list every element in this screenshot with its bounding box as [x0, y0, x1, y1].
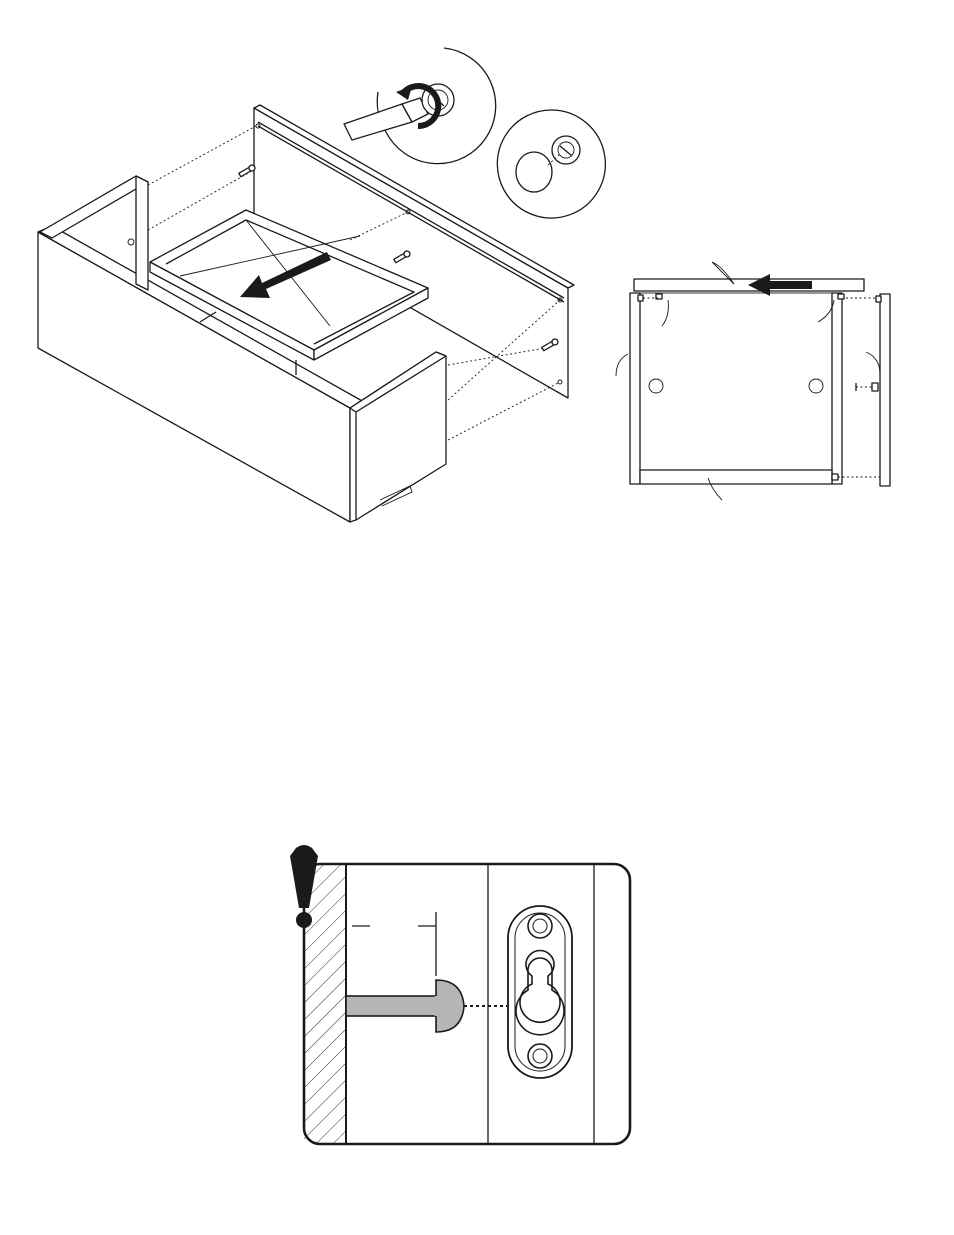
- screwdriver-icon: [344, 98, 428, 140]
- wall-mount-keyhole-detail: [290, 845, 630, 1144]
- cam-detail-turn: [344, 48, 496, 164]
- keyhole-bracket-icon: [508, 906, 572, 1078]
- drawer-assembly-isometric: [38, 105, 574, 522]
- cam-detail-cap: [497, 110, 605, 218]
- drawer-top-view: [616, 262, 890, 500]
